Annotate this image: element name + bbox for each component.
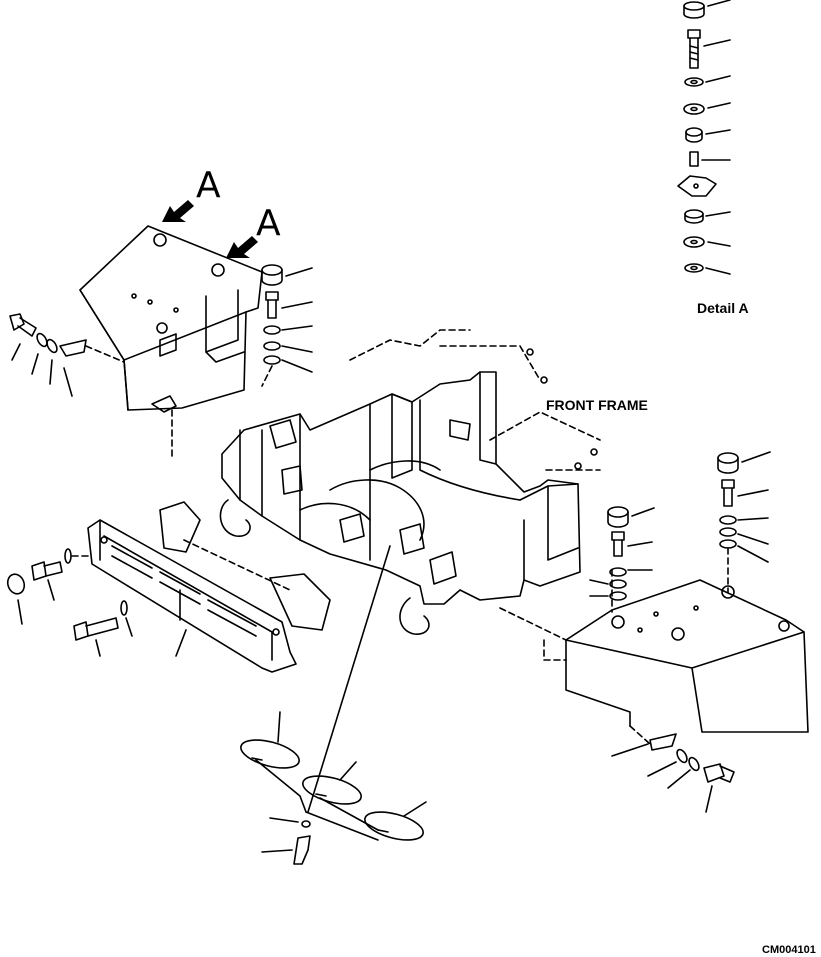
detail-a-bolt	[687, 29, 701, 69]
detail-a-parts-stack	[677, 0, 731, 275]
lamp-lens-3	[364, 811, 424, 841]
detail-a-mount-1	[685, 127, 703, 143]
left-cover-bracket	[59, 339, 87, 357]
view-marker-a-label-2: A	[256, 203, 281, 244]
front-frame	[219, 329, 601, 635]
right-cover-washer-2	[688, 756, 700, 772]
grille-bracket	[159, 501, 331, 631]
detail-a-title: Detail A	[697, 300, 749, 316]
detail-a-cap	[683, 1, 705, 19]
detail-a-washer-2	[683, 103, 705, 115]
left-upper-cover	[79, 225, 263, 461]
drawing-code: CM004101	[762, 944, 816, 956]
right-cover-bracket	[649, 733, 677, 751]
detail-a-washer-4	[684, 263, 704, 273]
grille-washer-1	[64, 548, 72, 564]
lamp-screw	[293, 820, 311, 865]
right-lower-cover	[499, 547, 809, 733]
front-grille	[87, 519, 297, 673]
front-frame-label: FRONT FRAME	[546, 397, 648, 413]
detail-a-washer-1	[684, 77, 704, 87]
grille-cap	[6, 573, 26, 595]
detail-a-plate	[677, 175, 717, 197]
left-mount-stack	[261, 264, 313, 387]
right-mount-stack-inner	[589, 506, 655, 601]
detail-a-sleeve	[689, 151, 699, 167]
grille-washer-2	[120, 600, 128, 616]
lamp-lens-1	[240, 739, 300, 769]
right-cover-bolt	[703, 763, 735, 783]
left-cover-washer-1	[36, 332, 48, 348]
lamp-lens-2	[302, 775, 362, 805]
view-marker-a-label: A	[196, 165, 221, 206]
view-a-arrow-1	[162, 200, 194, 222]
right-cover-washer-1	[676, 748, 688, 764]
grille-bolt-1	[31, 561, 63, 581]
left-cover-bolt	[9, 313, 37, 337]
view-a-arrow-2	[226, 236, 258, 258]
left-cover-washer-2	[46, 338, 58, 354]
grille-bolt-2	[73, 617, 119, 641]
detail-a-washer-3	[683, 236, 705, 248]
detail-a-mount-2	[684, 209, 704, 224]
right-mount-stack-outer	[717, 451, 771, 563]
